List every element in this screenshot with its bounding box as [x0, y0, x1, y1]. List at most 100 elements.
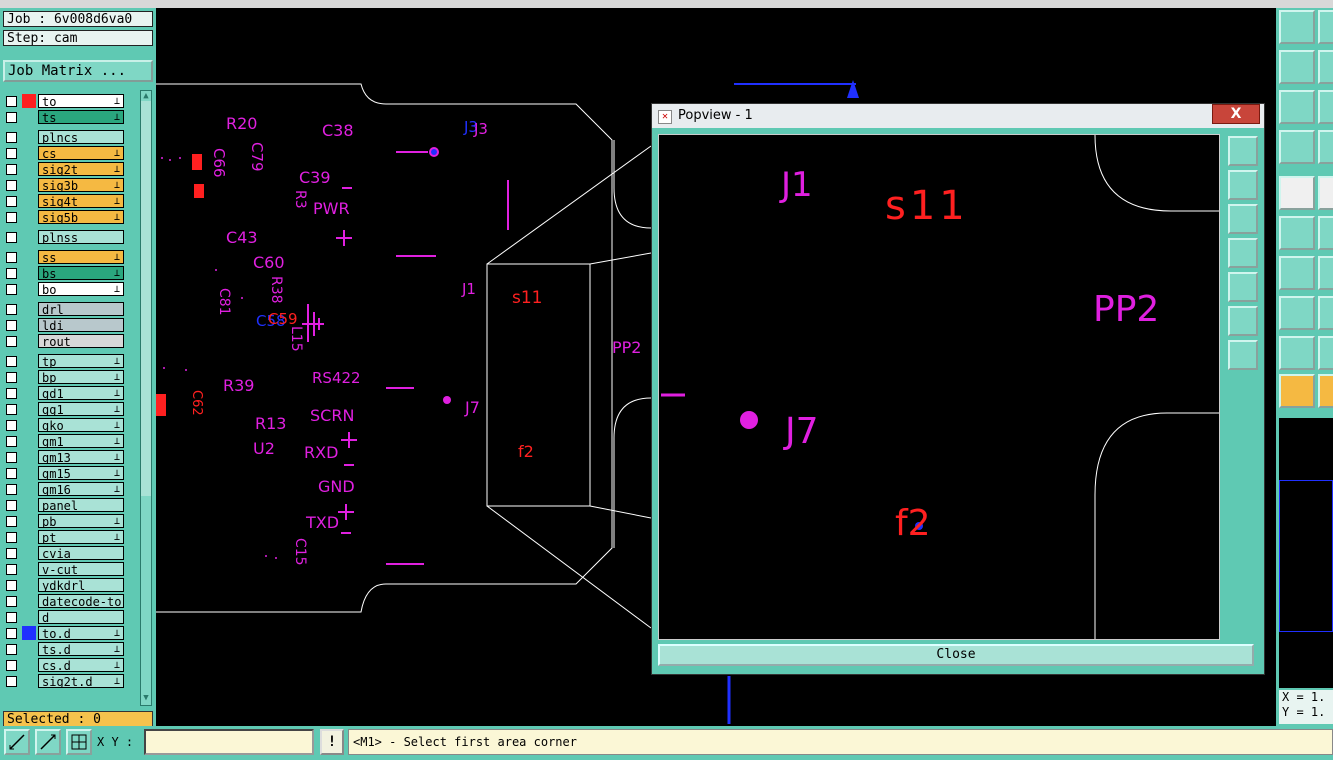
layer-checkbox[interactable] — [6, 232, 17, 243]
layer-checkbox[interactable] — [6, 252, 17, 263]
layer-row[interactable]: ts.d⟂ — [4, 642, 126, 657]
layer-row[interactable]: v-cut — [4, 562, 126, 577]
layer-checkbox[interactable] — [6, 180, 17, 191]
layer-name[interactable]: datecode-to — [38, 594, 124, 608]
pointer-icon[interactable] — [1279, 374, 1315, 408]
scroll-down-icon[interactable]: ▼ — [143, 693, 149, 703]
layer-name[interactable]: ydkdrl — [38, 578, 124, 592]
snap-icon[interactable] — [4, 729, 30, 755]
layer-row[interactable]: sig3b⟂ — [4, 178, 126, 193]
layer-row[interactable]: gd1⟂ — [4, 386, 126, 401]
layer-name[interactable]: sig2t⟂ — [38, 162, 124, 176]
layer-row[interactable]: pb⟂ — [4, 514, 126, 529]
layer-row[interactable]: ss⟂ — [4, 250, 126, 265]
layer-row[interactable]: panel — [4, 498, 126, 513]
layer-name[interactable]: tp⟂ — [38, 354, 124, 368]
layer-name[interactable]: gko⟂ — [38, 418, 124, 432]
layer-checkbox[interactable] — [6, 548, 17, 559]
layer-row[interactable]: cvia — [4, 546, 126, 561]
layer-checkbox[interactable] — [6, 196, 17, 207]
layer-checkbox[interactable] — [6, 320, 17, 331]
fit-view-icon[interactable] — [1279, 90, 1315, 124]
layer-checkbox[interactable] — [6, 452, 17, 463]
popview-canvas[interactable]: J1 s11 PP2 J7 f2 — [658, 134, 1220, 640]
layer-row[interactable]: drl — [4, 302, 126, 317]
job-matrix-button[interactable]: Job Matrix ... — [3, 60, 153, 82]
layer-name[interactable]: gm16⟂ — [38, 482, 124, 496]
layer-checkbox[interactable] — [6, 304, 17, 315]
layer-checkbox[interactable] — [6, 596, 17, 607]
layer-name[interactable]: bo⟂ — [38, 282, 124, 296]
layer-checkbox[interactable] — [6, 336, 17, 347]
layer-checkbox[interactable] — [6, 284, 17, 295]
layer-checkbox[interactable] — [6, 148, 17, 159]
pv-pan-up-icon[interactable] — [1228, 170, 1258, 200]
pv-zoom-out-icon[interactable] — [1228, 306, 1258, 336]
layer-name[interactable]: ldi — [38, 318, 124, 332]
copy-up-icon[interactable] — [1279, 10, 1315, 44]
layer-row[interactable]: gm1⟂ — [4, 434, 126, 449]
layer-name[interactable]: sig2t.d⟂ — [38, 674, 124, 688]
layer-checkbox[interactable] — [6, 612, 17, 623]
layer-checkbox[interactable] — [6, 132, 17, 143]
layer-checkbox[interactable] — [6, 164, 17, 175]
layer-row[interactable]: sig5b⟂ — [4, 210, 126, 225]
layer-row[interactable]: pt⟂ — [4, 530, 126, 545]
tool-icon[interactable] — [1318, 256, 1333, 290]
layer-checkbox[interactable] — [6, 212, 17, 223]
layer-checkbox[interactable] — [6, 356, 17, 367]
layer-row[interactable]: d — [4, 610, 126, 625]
layer-row[interactable]: gg1⟂ — [4, 402, 126, 417]
move-left-icon[interactable] — [1279, 50, 1315, 84]
tool-icon[interactable] — [1318, 296, 1333, 330]
layer-row[interactable]: tp⟂ — [4, 354, 126, 369]
select-feature-icon[interactable] — [1279, 176, 1315, 210]
layer-name[interactable]: sig5b⟂ — [38, 210, 124, 224]
layer-name[interactable]: ts.d⟂ — [38, 642, 124, 656]
layer-checkbox[interactable] — [6, 388, 17, 399]
layer-row[interactable]: to.d⟂ — [4, 626, 126, 641]
layer-checkbox[interactable] — [6, 420, 17, 431]
layer-row[interactable]: rout — [4, 334, 126, 349]
tool-icon[interactable] — [1318, 130, 1333, 164]
layer-name[interactable]: bs⟂ — [38, 266, 124, 280]
layer-row[interactable]: sig4t⟂ — [4, 194, 126, 209]
layer-name[interactable]: gm15⟂ — [38, 466, 124, 480]
pv-zoom-in-icon[interactable] — [1228, 340, 1258, 370]
layer-checkbox[interactable] — [6, 532, 17, 543]
layer-checkbox[interactable] — [6, 96, 17, 107]
layer-name[interactable]: cvia — [38, 546, 124, 560]
layer-checkbox[interactable] — [6, 516, 17, 527]
layer-name[interactable]: gm13⟂ — [38, 450, 124, 464]
layer-name[interactable]: plnss — [38, 230, 124, 244]
tool-icon[interactable] — [1318, 336, 1333, 370]
layer-row[interactable]: plnss — [4, 230, 126, 245]
layer-name[interactable]: gd1⟂ — [38, 386, 124, 400]
layer-checkbox[interactable] — [6, 628, 17, 639]
layer-name[interactable]: d — [38, 610, 124, 624]
layer-row[interactable]: sig2t⟂ — [4, 162, 126, 177]
layer-row[interactable]: gko⟂ — [4, 418, 126, 433]
layer-name[interactable]: ts⟂ — [38, 110, 124, 124]
snap-point-icon[interactable] — [1279, 296, 1315, 330]
layer-row[interactable]: ts⟂ — [4, 110, 126, 125]
layer-checkbox[interactable] — [6, 676, 17, 687]
pv-pan-down-icon[interactable] — [1228, 204, 1258, 234]
layer-list-scrollbar[interactable]: ▲ ▼ — [140, 90, 152, 706]
layer-checkbox[interactable] — [6, 112, 17, 123]
connect-nodes-icon[interactable] — [1279, 216, 1315, 250]
tool-icon[interactable] — [1318, 90, 1333, 124]
layer-row[interactable]: ydkdrl — [4, 578, 126, 593]
xy-input[interactable] — [144, 729, 314, 755]
layer-name[interactable]: sig3b⟂ — [38, 178, 124, 192]
layer-name[interactable]: ss⟂ — [38, 250, 124, 264]
scroll-thumb[interactable] — [141, 101, 151, 496]
layer-name[interactable]: rout — [38, 334, 124, 348]
popview-titlebar[interactable]: ✕ Popview - 1 X — [652, 104, 1264, 128]
pv-zoom-window-icon[interactable] — [1228, 136, 1258, 166]
settings-icon[interactable] — [1279, 130, 1315, 164]
layer-row[interactable]: cs.d⟂ — [4, 658, 126, 673]
layer-name[interactable]: sig4t⟂ — [38, 194, 124, 208]
layer-row[interactable]: bo⟂ — [4, 282, 126, 297]
layer-checkbox[interactable] — [6, 436, 17, 447]
